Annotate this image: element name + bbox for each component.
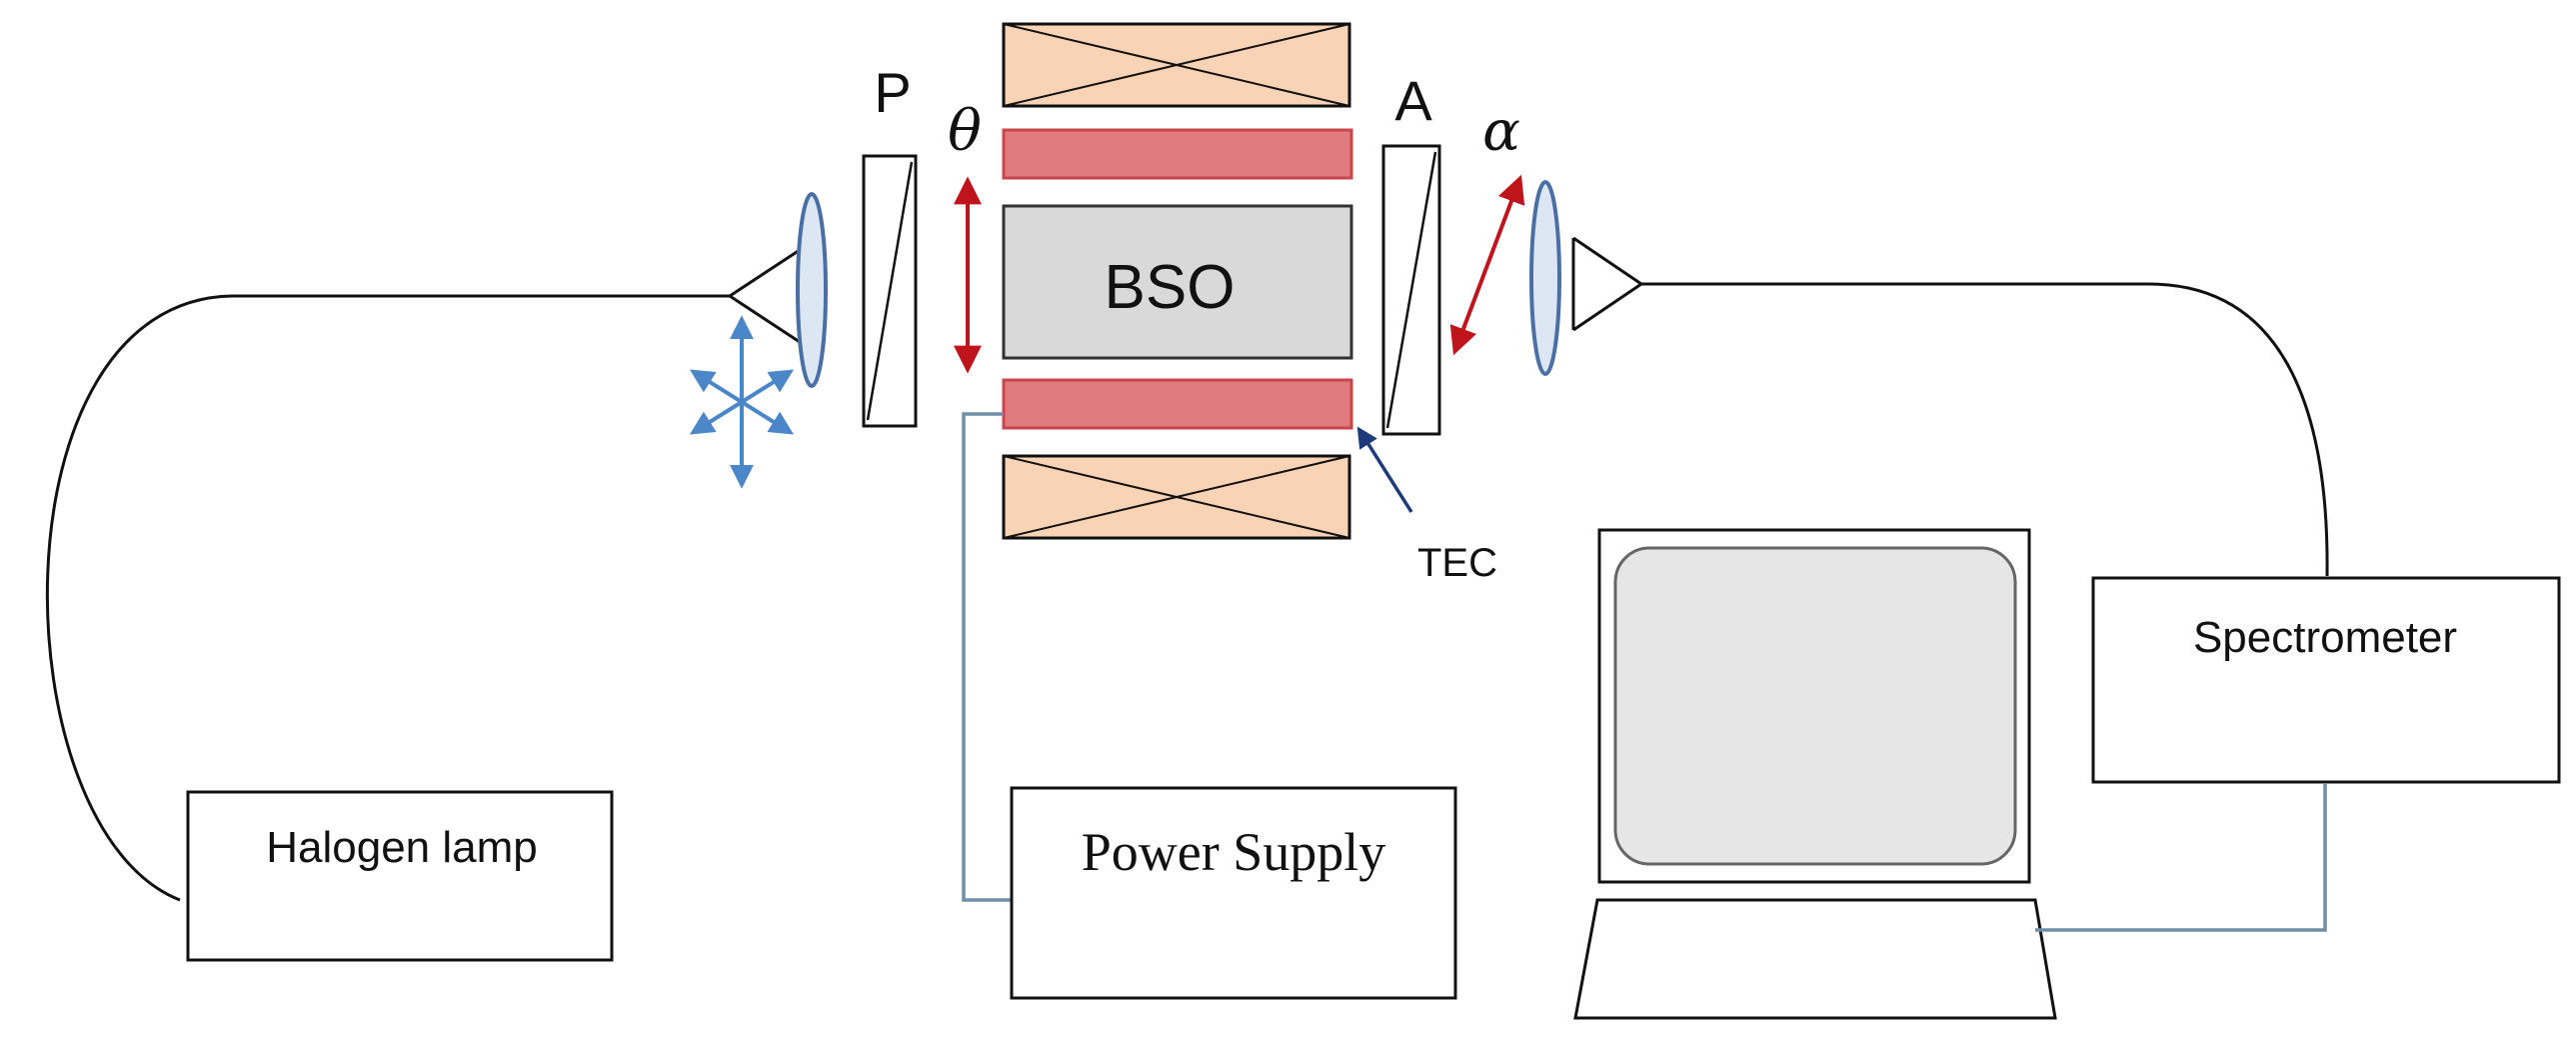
computer-monitor: [1597, 528, 2031, 884]
tec-pointer-arrow: [1356, 426, 1413, 513]
polarizer: [862, 154, 918, 428]
analyzer: [1381, 144, 1441, 436]
spectrometer-cable: [2035, 784, 2327, 932]
alpha-arrow: [1449, 174, 1525, 356]
output-collimator: [1571, 236, 1642, 332]
spectrometer-box: [2091, 576, 2561, 784]
halogen-lamp-box: [186, 790, 614, 962]
monitor-screen: [1613, 546, 2017, 866]
alpha-label: α: [1482, 99, 1520, 164]
computer-keyboard: [1573, 898, 2057, 1020]
power-supply-label: Power Supply: [1082, 822, 1386, 882]
polarizer-label: P: [874, 61, 911, 124]
power-supply-wire: [962, 412, 1012, 902]
output-lens: [1529, 180, 1561, 376]
tec-label: TEC: [1417, 541, 1497, 585]
input-fiber: [45, 294, 732, 902]
spectrometer-label: Spectrometer: [2193, 613, 2457, 662]
halogen-lamp-label: Halogen lamp: [266, 823, 538, 872]
theta-label: θ: [948, 99, 982, 164]
tec-plate-top: [1002, 128, 1353, 180]
power-supply-box: [1010, 786, 1457, 1000]
bso-crystal: [1002, 204, 1353, 360]
analyzer-label: A: [1394, 69, 1432, 132]
magnet-coil-bottom: [1002, 454, 1351, 540]
unpolarized-light-icon: [689, 315, 795, 489]
input-lens: [796, 192, 828, 388]
output-fiber: [1639, 282, 2329, 577]
magnet-coil-top: [1002, 22, 1351, 108]
tec-plate-bottom: [1002, 378, 1353, 430]
bso-label: BSO: [1105, 253, 1236, 322]
